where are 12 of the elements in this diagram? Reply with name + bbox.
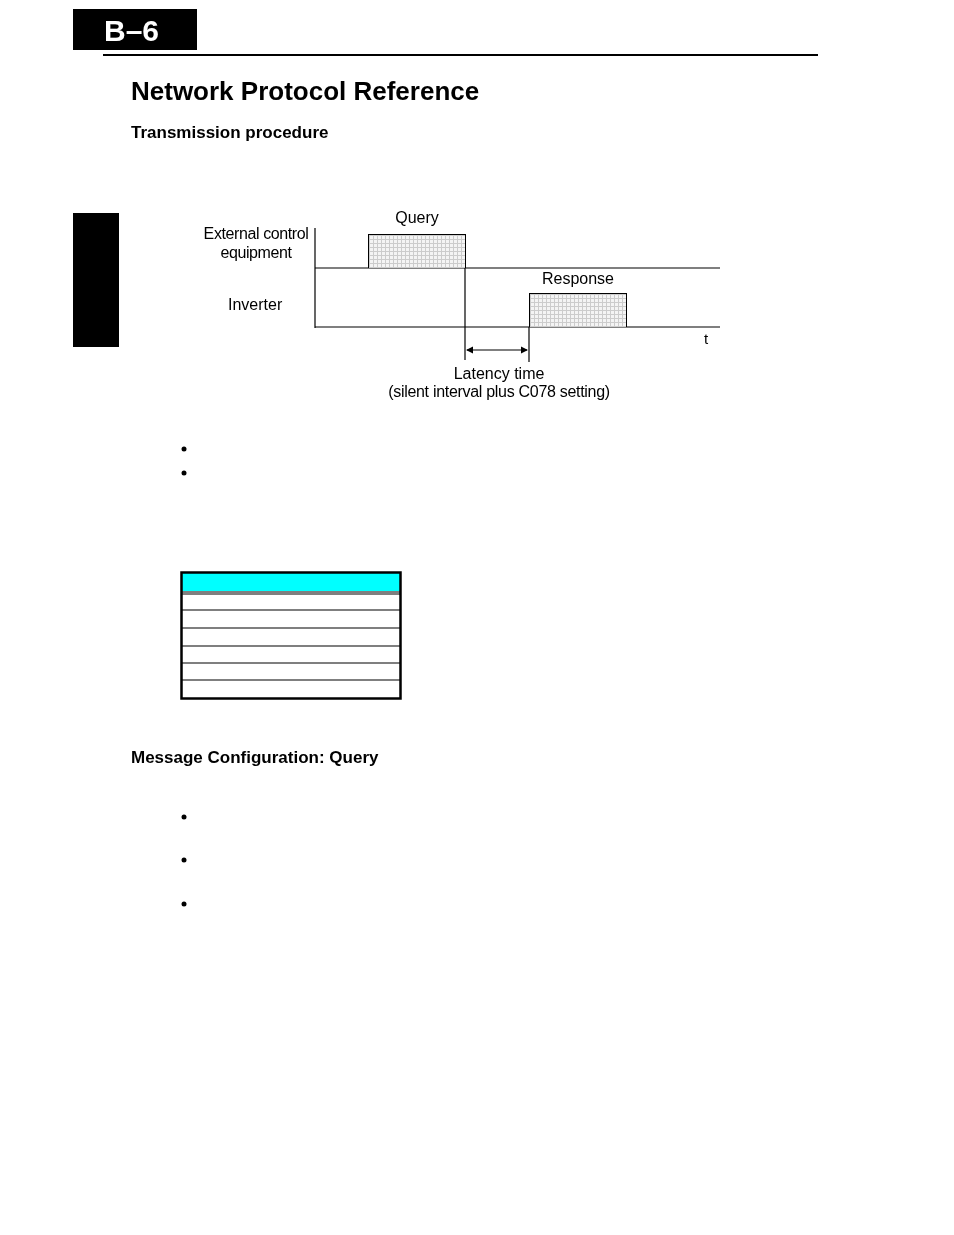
page-title: Network Protocol Reference (131, 76, 480, 107)
side-tab (73, 213, 119, 347)
dimension-label: (silent interval plus C078 setting) (387, 383, 611, 401)
pulse-label: Response (540, 270, 615, 288)
page-number: B–6 (104, 14, 160, 48)
dimension-label: Latency time (452, 365, 546, 383)
signal-label: External control equipment (202, 224, 310, 262)
signal-label: Inverter (228, 296, 283, 314)
section-heading: Transmission procedure (131, 123, 329, 143)
axis-label: t (704, 330, 709, 347)
pulse-label: Query (394, 209, 440, 227)
section-heading: Message Configuration: Query (131, 748, 379, 768)
